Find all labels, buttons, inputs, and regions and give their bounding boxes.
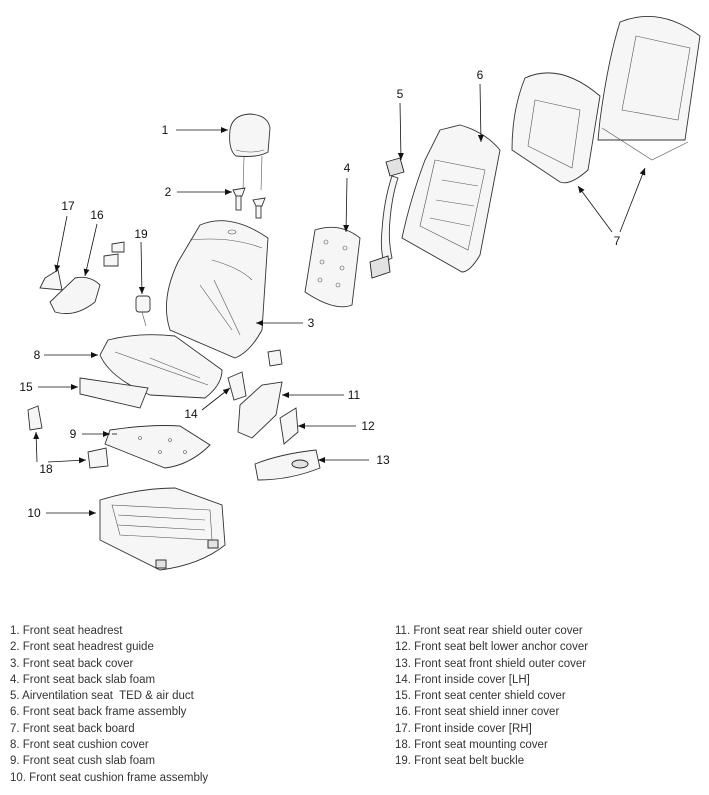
legend-item: 17. Front inside cover [RH] [395, 722, 532, 735]
legend-item: 19. Front seat belt buckle [395, 755, 525, 768]
part-cushion-cover [99, 334, 223, 399]
part-cushion-slab-foam [104, 425, 211, 469]
legend-left: 1. Front seat headrest 2. Front seat hea… [10, 623, 208, 786]
part-front-inside-cover-lh [227, 371, 247, 401]
callout-8: 8 [34, 348, 41, 362]
part-rear-shield-outer-cover [237, 381, 283, 439]
exploded-seat-diagram: 1 2 3 4 5 6 7 8 9 10 11 12 13 14 15 16 1… [19, 16, 701, 571]
legend-item: 8. Front seat cushion cover [10, 739, 149, 752]
part-belt-buckle [135, 295, 151, 327]
legend-right: 11. Front seat rear shield outer cover 1… [395, 623, 588, 770]
callout-11: 11 [348, 388, 361, 402]
callout-6: 6 [477, 68, 484, 82]
part-headrest-guide [232, 187, 266, 219]
legend-item: 2. Front seat headrest guide [10, 641, 154, 654]
callout-5: 5 [397, 87, 404, 101]
callout-17: 17 [61, 199, 75, 213]
part-cushion-frame [99, 487, 226, 571]
part-center-shield-cover [79, 377, 149, 409]
callout-19: 19 [134, 227, 148, 241]
legend-item: 7. Front seat back board [10, 722, 135, 735]
callout-16: 16 [90, 208, 104, 222]
callout-4: 4 [344, 161, 351, 175]
callout-10: 10 [27, 506, 41, 520]
legend-item: 10. Front seat cushion frame assembly [10, 771, 209, 784]
callout-9: 9 [70, 427, 77, 441]
callout-13: 13 [376, 453, 390, 467]
callout-12: 12 [361, 419, 375, 433]
callout-7: 7 [614, 234, 621, 248]
part-belt-lower-anchor-cover [279, 407, 299, 445]
part-back-slab-foam [304, 226, 361, 308]
legend-item: 12. Front seat belt lower anchor cover [395, 641, 589, 654]
part-seat-back-cover [165, 220, 269, 359]
part-back-frame [401, 124, 501, 273]
legend-item: 3. Front seat back cover [10, 657, 134, 670]
part-headrest [229, 113, 271, 191]
legend-item: 18. Front seat mounting cover [395, 739, 548, 752]
callout-1: 1 [162, 123, 169, 137]
callout-14: 14 [184, 407, 198, 421]
part-air-duct [369, 157, 405, 279]
legend-item: 13. Front seat front shield outer cover [395, 657, 587, 670]
legend-item: 11. Front seat rear shield outer cover [395, 625, 583, 637]
part-shield-inner-cover [49, 276, 101, 315]
callout-15: 15 [19, 380, 33, 394]
part-front-shield-outer-cover [254, 449, 321, 481]
legend-item: 9. Front seat cush slab foam [10, 755, 156, 768]
callout-3: 3 [308, 316, 315, 330]
part-front-inside-cover-rh [39, 269, 63, 291]
legend-item: 14. Front inside cover [LH] [395, 673, 530, 686]
legend-item: 5. Airventilation seat TED & air duct [10, 690, 194, 703]
legend-item: 4. Front seat back slab foam [10, 673, 156, 686]
legend-item: 6. Front seat back frame assembly [10, 706, 187, 719]
leader-lines [33, 83, 646, 516]
part-mounting-cover [27, 405, 109, 469]
legend-item: 15. Front seat center shield cover [395, 690, 566, 703]
callout-18: 18 [39, 462, 53, 476]
part-back-board [511, 16, 701, 184]
legend-item: 16. Front seat shield inner cover [395, 706, 560, 719]
legend-item: 1. Front seat headrest [10, 625, 123, 637]
part-brackets [103, 241, 283, 367]
callout-2: 2 [165, 185, 172, 199]
